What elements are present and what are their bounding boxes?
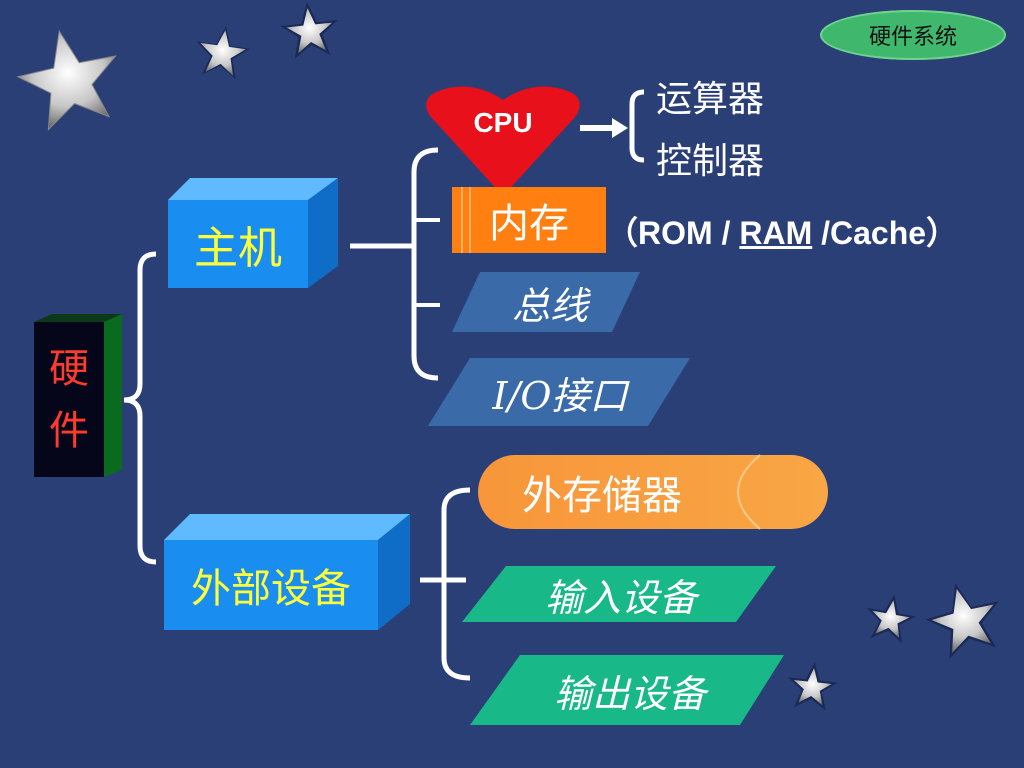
external-storage-label: 外存储器 — [522, 473, 682, 519]
host-label: 主机 — [194, 223, 282, 274]
io-shape — [428, 358, 690, 426]
arrow-right-icon — [612, 118, 628, 138]
io-interface-label: I/O接口 — [492, 373, 628, 418]
cpu-label: CPU — [473, 107, 533, 138]
controller-label: 控制器 — [656, 141, 765, 182]
memory-note-ram: RAM — [739, 215, 813, 251]
output-devices-label: 输出设备 — [553, 671, 706, 716]
storage-shape — [478, 455, 828, 529]
main-brace — [123, 251, 157, 565]
star-icon — [866, 594, 917, 644]
host-brace — [411, 147, 439, 381]
memory-label: 内存 — [489, 201, 569, 247]
external-box — [164, 514, 410, 630]
star-icon — [16, 29, 117, 131]
memory-note-close: /Cache） — [812, 215, 959, 251]
alu-label: 运算器 — [656, 79, 765, 120]
external-brace — [441, 487, 471, 681]
hardware-char-2: 件 — [49, 407, 89, 454]
bus-shape — [452, 272, 640, 332]
cpu-heart-shape — [426, 86, 580, 196]
hardware-label: 硬 件 — [34, 322, 104, 477]
input-devices-label: 输入设备 — [544, 575, 697, 620]
external-devices-label: 外部设备 — [191, 566, 351, 612]
star-icon — [196, 26, 250, 80]
host-box — [168, 178, 338, 288]
star-icon — [280, 2, 338, 59]
star-icon — [925, 583, 999, 659]
memory-note-open: （ROM / — [606, 215, 740, 251]
output-shape — [470, 655, 784, 725]
bus-label: 总线 — [511, 283, 588, 328]
input-shape — [462, 566, 776, 622]
star-icon — [787, 662, 838, 711]
hardware-char-1: 硬 — [49, 345, 89, 392]
corner-tag: 硬件系统 — [820, 10, 1006, 60]
memory-note: （ROM / RAM /Cache） — [606, 208, 958, 254]
cpu-brace — [629, 89, 645, 163]
